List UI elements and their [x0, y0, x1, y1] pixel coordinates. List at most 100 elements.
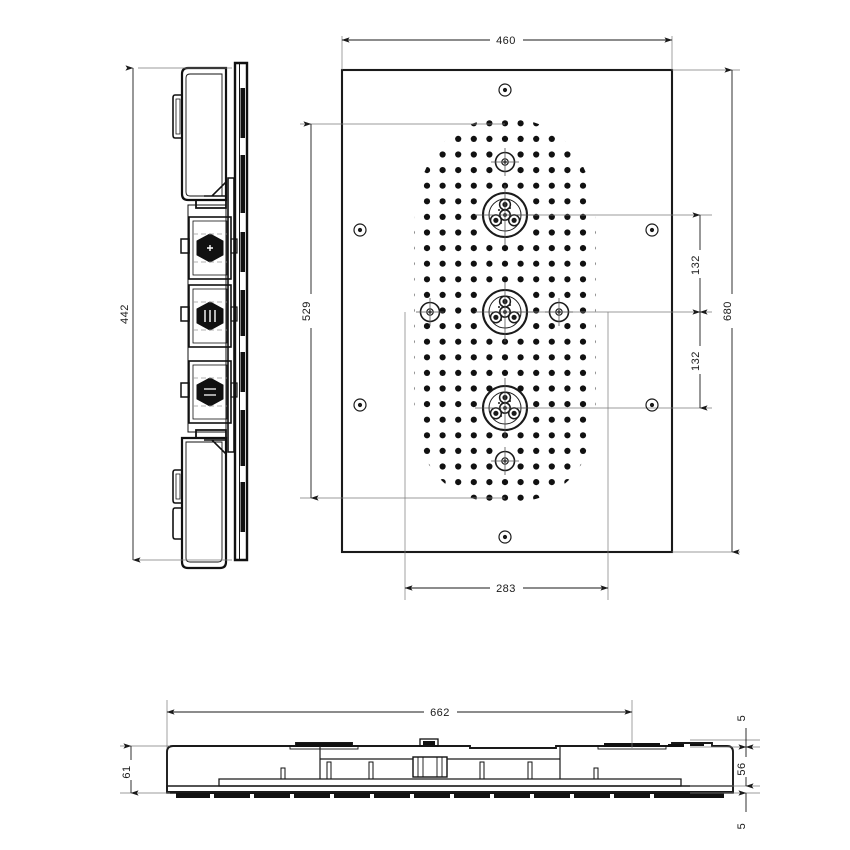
spray-dot [548, 385, 555, 392]
spray-dot [455, 260, 462, 267]
spray-dot [517, 447, 524, 454]
spray-dot [517, 276, 524, 283]
spray-dot [533, 307, 540, 314]
spray-dot [533, 135, 540, 142]
spray-dot [533, 182, 540, 189]
spray-dot [564, 260, 571, 267]
spray-dot [533, 276, 540, 283]
spray-dot [548, 198, 555, 205]
spray-dot [455, 182, 462, 189]
spray-dot [564, 447, 571, 454]
spray-dot [517, 463, 524, 470]
spray-dot [423, 182, 431, 189]
spray-dot [455, 151, 462, 158]
spray-dot [486, 369, 493, 376]
spray-dot [548, 463, 555, 470]
spray-dot [548, 416, 555, 423]
spray-dot [579, 307, 587, 314]
spray-dot [548, 354, 555, 361]
spray-dot [439, 291, 446, 298]
spray-dot [470, 260, 477, 267]
spray-dot [564, 463, 571, 470]
spray-dot [517, 494, 524, 501]
spray-dot [486, 245, 493, 252]
dimension-hole-span: 283 [404, 580, 609, 595]
spray-dot [455, 198, 462, 205]
dimension-front-width: 662 [166, 704, 633, 719]
spray-dot [439, 245, 446, 252]
side-elevation-view: 442 [119, 61, 249, 570]
spray-dot [423, 291, 431, 298]
spray-dot [423, 432, 431, 439]
spray-dot [470, 167, 477, 174]
spray-dot [439, 198, 446, 205]
spray-dot [548, 260, 555, 267]
spray-dot [533, 447, 540, 454]
spray-dot [564, 432, 571, 439]
dim-label-132-upper: 132 [690, 255, 702, 275]
spray-dot [564, 276, 571, 283]
dimension-plan-width: 460 [341, 32, 673, 47]
spray-dot [548, 447, 555, 454]
dim-label-662: 662 [430, 707, 450, 719]
spray-dot [579, 229, 587, 236]
spray-dot [455, 385, 462, 392]
spray-dot [423, 229, 431, 236]
spray-dot [548, 151, 555, 158]
spray-dot [470, 479, 477, 486]
spray-dot [423, 213, 431, 220]
dim-label-460: 460 [496, 35, 516, 47]
spray-dot [423, 416, 431, 423]
spray-dot [533, 479, 540, 486]
spray-dot [470, 463, 477, 470]
spray-dot [455, 447, 462, 454]
spray-dot [455, 323, 462, 330]
spray-dot [470, 198, 477, 205]
spray-dot [579, 354, 587, 361]
spray-dot [579, 245, 587, 252]
spray-dot [517, 479, 524, 486]
spray-dot [439, 354, 446, 361]
spray-dot [486, 167, 493, 174]
hex-jet-body [180, 360, 238, 424]
spray-dot [470, 416, 477, 423]
spray-dot [486, 432, 493, 439]
front-elevation-view: 662 61 5 56 5 [120, 700, 760, 829]
spray-dot [533, 338, 540, 345]
spray-dot [470, 276, 477, 283]
spray-dot [548, 291, 555, 298]
spray-dot [439, 213, 446, 220]
spray-dot [423, 338, 431, 345]
spray-dot [579, 182, 587, 189]
spray-dot [533, 245, 540, 252]
spray-dot [517, 338, 524, 345]
spray-dot [439, 260, 446, 267]
spray-dot [439, 307, 446, 314]
spray-dot [423, 323, 431, 330]
spray-dot [501, 276, 509, 283]
spray-dot [533, 432, 540, 439]
spray-dot [439, 182, 446, 189]
spray-dot [579, 369, 587, 376]
spray-dot [455, 291, 462, 298]
spray-dot [470, 307, 477, 314]
spray-dot [533, 354, 540, 361]
spray-dot [470, 369, 477, 376]
spray-dot [548, 401, 555, 408]
spray-dot [486, 276, 493, 283]
spray-dot [455, 432, 462, 439]
spray-dot [486, 447, 493, 454]
plate-outline [340, 68, 674, 554]
spray-dot [486, 151, 493, 158]
spray-dot [564, 385, 571, 392]
spray-dot [439, 276, 446, 283]
spray-dot [517, 354, 524, 361]
spray-dot [470, 229, 477, 236]
spray-dot [533, 401, 540, 408]
spray-dot [439, 338, 446, 345]
spray-dot [579, 291, 587, 298]
dimension-front-body-height: 56 [736, 744, 754, 789]
spray-dot [455, 135, 462, 142]
spray-dot [439, 463, 446, 470]
